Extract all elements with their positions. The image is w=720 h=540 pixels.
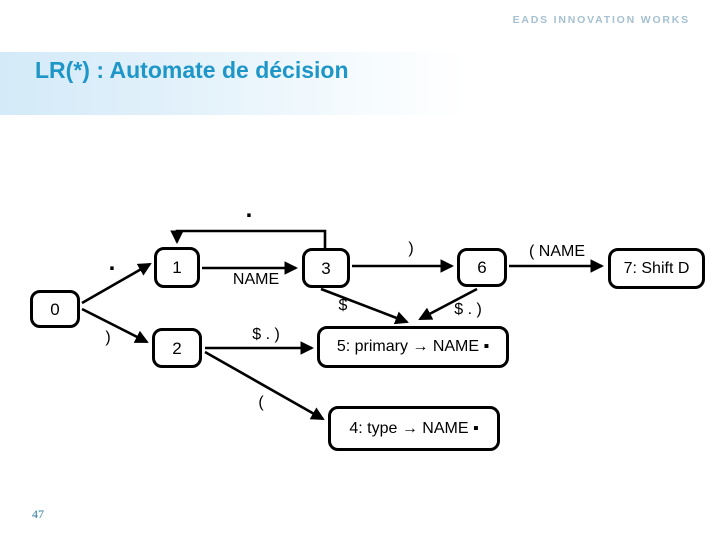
- eads-logo: EADS INNOVATION WORKS: [512, 14, 690, 26]
- edge-label-name: NAME: [232, 271, 280, 288]
- edge-label-rparen-0-2: ): [105, 329, 111, 346]
- edge-3-to-1-loop: [170, 229, 327, 249]
- edge-0-to-2: [81, 307, 149, 344]
- edge-label-loop-dot: .: [245, 196, 253, 223]
- edge-label-dollar-dot-rparen-6-5: $ . ): [454, 301, 482, 318]
- edge-label-dollar-dot-rparen-2-5: $ . ): [252, 326, 280, 343]
- state-node-3: 3: [302, 248, 350, 288]
- edge-label-0-1-dot: .: [108, 249, 116, 276]
- page-number: 47: [32, 507, 44, 521]
- state-node-1: 1: [154, 247, 200, 288]
- edge-2-to-4: [204, 350, 325, 421]
- edge-label-rparen-3-6: ): [408, 240, 414, 257]
- page-title: LR(*) : Automate de décision: [35, 57, 349, 83]
- state-node-0: 0: [30, 290, 80, 328]
- edge-label-lparen-name: ( NAME: [529, 243, 585, 260]
- edge-3-to-5: [320, 287, 409, 325]
- state-node-5-reduce-primary: 5: primary → NAME ▪: [317, 326, 509, 368]
- edge-label-lparen-2-4: (: [258, 394, 264, 411]
- state-node-6: 6: [457, 248, 507, 287]
- edge-0-to-1: [81, 262, 152, 305]
- state-node-4-reduce-type: 4: type → NAME ▪: [328, 406, 500, 451]
- state-node-2: 2: [152, 328, 202, 368]
- title-band: LR(*) : Automate de décision: [0, 52, 720, 115]
- edge-label-dollar: $: [338, 297, 348, 314]
- state-node-7-shift: 7: Shift D: [608, 248, 705, 289]
